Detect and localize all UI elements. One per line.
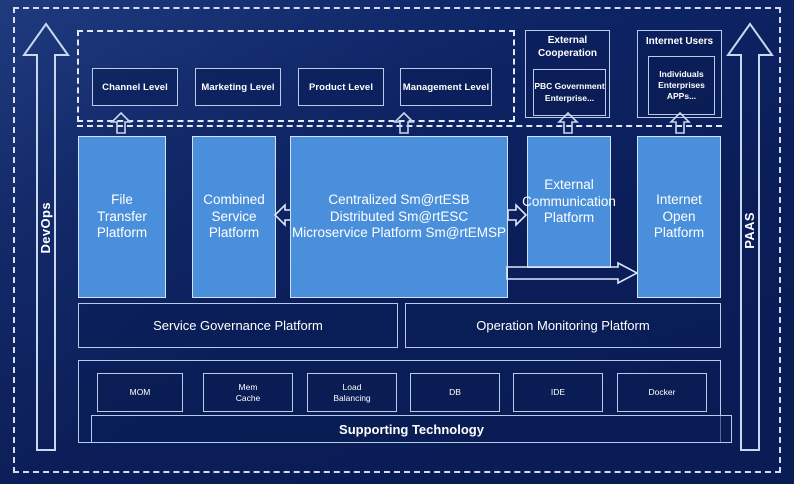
supporting-box-ide[interactable]: IDE <box>513 373 603 412</box>
supporting-box-mem-cache[interactable]: Mem Cache <box>203 373 293 412</box>
external-cooperation-inner-line1: PBC Government <box>534 81 605 92</box>
supporting-technology-title: Supporting Technology <box>339 421 484 437</box>
internet-users-inner-line3: APPs... <box>666 91 697 102</box>
file-transfer-line3: Platform <box>96 225 148 241</box>
consumer-label-marketing-level: Marketing Level <box>201 81 275 93</box>
internet-users-group[interactable]: Internet Users Individuals Enterprises A… <box>637 30 722 118</box>
up-arrow-external-cooperation <box>557 111 579 134</box>
consumer-box-management-level[interactable]: Management Level <box>400 68 492 106</box>
arrow-core-to-internet-open-platform <box>506 261 639 285</box>
supporting-load-balancing-line1: Load <box>342 381 362 392</box>
internal-consumer-group <box>77 30 515 122</box>
core-esb-line2: Distributed Sm@rtESC <box>329 208 469 224</box>
external-cooperation-inner-box: PBC Government Enterprise... <box>533 69 606 116</box>
consumer-box-channel-level[interactable]: Channel Level <box>92 68 178 106</box>
platform-box-core-esb[interactable]: Centralized Sm@rtESB Distributed Sm@rtES… <box>290 136 508 298</box>
supporting-box-load-balancing[interactable]: Load Balancing <box>307 373 397 412</box>
supporting-mem-cache-line2: Cache <box>235 392 261 403</box>
consumer-label-product-level: Product Level <box>308 81 374 93</box>
internet-open-line2: Open <box>662 208 696 224</box>
external-cooperation-title-line2: Cooperation <box>538 47 597 59</box>
diagram-outer-boundary <box>13 7 781 473</box>
external-cooperation-group[interactable]: External Cooperation PBC Government Ente… <box>525 30 610 118</box>
combined-service-line3: Platform <box>208 225 260 241</box>
platform-box-external-communication[interactable]: External Communication Platform <box>522 136 616 268</box>
file-transfer-line1: File <box>111 192 133 208</box>
supporting-technology-title-bar: Supporting Technology <box>91 415 732 443</box>
external-communication-line2: Communication <box>522 193 616 209</box>
internet-users-inner-line2: Enterprises <box>658 79 705 90</box>
up-arrow-internet-users <box>669 111 691 134</box>
external-cooperation-title-line1: External <box>547 35 588 46</box>
core-esb-line3: Microservice Platform Sm@rtEMSP <box>292 225 506 241</box>
consumer-label-management-level: Management Level <box>402 81 490 93</box>
core-esb-line1: Centralized Sm@rtESB <box>328 192 470 208</box>
supporting-load-balancing-line2: Balancing <box>333 392 371 403</box>
external-cooperation-inner-line2: Enterprise... <box>544 92 595 103</box>
consumer-label-channel-level: Channel Level <box>102 81 168 93</box>
platform-box-internet-open[interactable]: Internet Open Platform <box>637 136 721 298</box>
management-bar-operation-monitoring[interactable]: Operation Monitoring Platform <box>405 303 721 348</box>
paas-rail-arrow: PAAS <box>726 22 774 452</box>
file-transfer-line2: Transfer <box>97 208 147 224</box>
consumer-box-product-level[interactable]: Product Level <box>298 68 384 106</box>
service-governance-label: Service Governance Platform <box>153 318 323 333</box>
platform-box-file-transfer[interactable]: File Transfer Platform <box>78 136 166 298</box>
internet-open-line1: Internet <box>656 192 702 208</box>
combined-service-line1: Combined <box>203 192 265 208</box>
up-arrow-channel <box>110 111 132 134</box>
up-arrow-management <box>393 111 415 134</box>
supporting-box-mom[interactable]: MOM <box>97 373 183 412</box>
arrow-core-to-external-communication <box>507 203 528 227</box>
supporting-box-db[interactable]: DB <box>410 373 500 412</box>
internet-users-title: Internet Users <box>645 36 714 47</box>
platform-box-combined-service[interactable]: Combined Service Platform <box>192 136 276 298</box>
devops-rail-label: DevOps <box>38 202 53 254</box>
supporting-mem-cache-line1: Mem <box>238 381 258 392</box>
supporting-db-line1: DB <box>449 387 461 398</box>
supporting-ide-line1: IDE <box>550 387 566 398</box>
external-communication-line1: External <box>544 177 594 193</box>
external-cooperation-title: External Cooperation <box>538 35 597 61</box>
operation-monitoring-label: Operation Monitoring Platform <box>476 318 650 333</box>
internet-users-inner-box: Individuals Enterprises APPs... <box>648 56 715 115</box>
paas-rail-label: PAAS <box>742 212 757 249</box>
supporting-box-docker[interactable]: Docker <box>617 373 707 412</box>
internet-open-line3: Platform <box>653 225 705 241</box>
internet-users-inner-line1: Individuals <box>659 68 704 79</box>
supporting-docker-line1: Docker <box>648 387 676 398</box>
external-communication-line3: Platform <box>543 210 595 226</box>
devops-rail-arrow: DevOps <box>22 22 70 452</box>
management-bar-service-governance[interactable]: Service Governance Platform <box>78 303 398 348</box>
consumer-box-marketing-level[interactable]: Marketing Level <box>195 68 281 106</box>
combined-service-line2: Service <box>211 208 257 224</box>
supporting-mom-line1: MOM <box>129 387 151 398</box>
